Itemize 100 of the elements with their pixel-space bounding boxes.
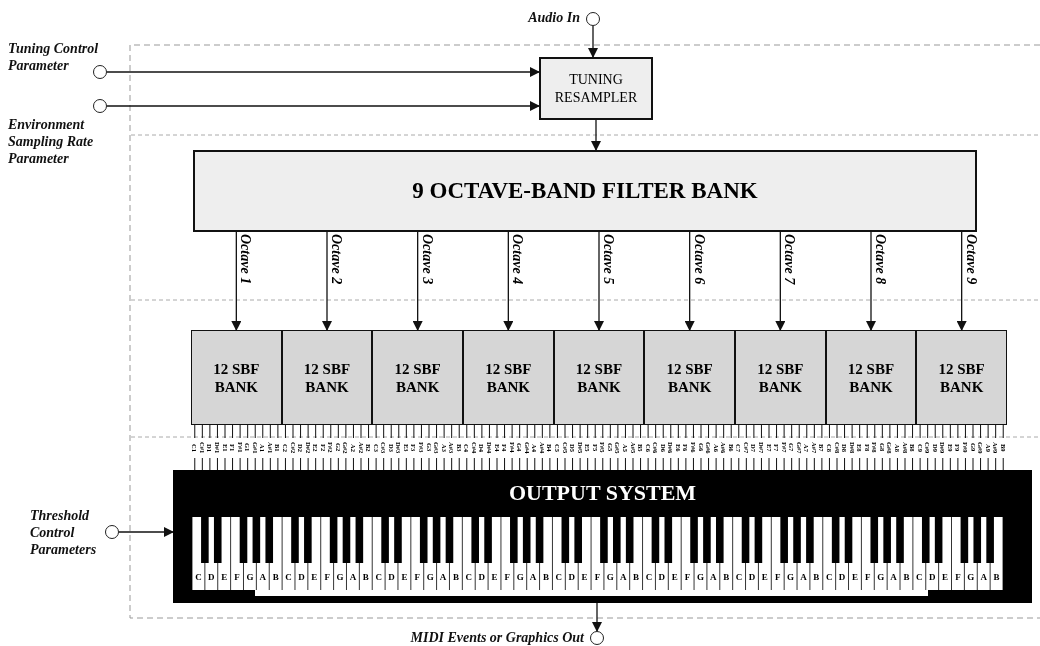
port-label: Threshold Control Parameters xyxy=(30,507,98,558)
key-label: E xyxy=(941,572,950,582)
key-label: A xyxy=(979,572,988,582)
signal-line xyxy=(753,424,755,471)
signal-line xyxy=(284,424,286,471)
signal-line xyxy=(556,424,558,471)
edge-label: Octave 2 xyxy=(329,234,344,285)
key-label: A xyxy=(528,572,538,582)
key-label: C xyxy=(464,572,473,582)
signal-line xyxy=(821,424,823,471)
port-circle xyxy=(590,631,604,645)
arrow xyxy=(106,67,540,77)
arrow xyxy=(594,231,604,331)
key-label: E xyxy=(760,572,769,582)
filter-bank-box: 12 SBF BANK xyxy=(191,330,282,425)
key-label: G xyxy=(786,572,796,582)
key-label: A xyxy=(258,572,268,582)
port-circle xyxy=(93,65,107,79)
edge-label: Octave 9 xyxy=(963,234,979,285)
key-label: C xyxy=(644,572,654,582)
signal-line xyxy=(368,424,370,471)
key-label: F xyxy=(954,572,962,582)
key-label: F xyxy=(413,572,421,582)
key-label: G xyxy=(335,572,345,582)
key-label: A xyxy=(799,572,808,582)
key-label: E xyxy=(670,572,679,582)
arrow xyxy=(684,231,695,331)
arrow xyxy=(775,231,786,331)
filter-bank-box: 12 SBF BANK xyxy=(735,330,826,425)
port-circle xyxy=(105,525,119,539)
key-label: A xyxy=(348,572,358,582)
edge-label: Octave 8 xyxy=(873,234,888,285)
edge-label: Octave 7 xyxy=(782,234,798,285)
key-label: G xyxy=(876,572,886,582)
signal-line xyxy=(934,424,936,471)
key-label: C xyxy=(194,572,203,582)
signal-line xyxy=(919,424,921,471)
arrow xyxy=(592,602,602,632)
port-label: Tuning Control Parameter xyxy=(8,40,100,74)
signal-line xyxy=(481,424,483,471)
filter-bank-box: 12 SBF BANK xyxy=(825,330,917,425)
signal-line xyxy=(647,424,649,471)
key-label: F xyxy=(323,572,331,582)
edge-label: Octave 3 xyxy=(419,234,435,285)
filter-bank-box: 12 SBF BANK xyxy=(553,330,645,425)
filter-bank-box: 12 SBF BANK xyxy=(463,330,554,425)
key-label: B xyxy=(542,572,550,582)
key-label: B xyxy=(451,572,460,582)
edge-label: Octave 4 xyxy=(510,234,526,285)
key-label: A xyxy=(438,572,448,582)
key-label: F xyxy=(233,572,241,582)
key-label: D xyxy=(837,572,847,582)
key-label: B xyxy=(902,572,911,582)
key-label: D xyxy=(927,572,937,582)
key-label: B xyxy=(812,572,821,582)
edge-label: Octave 5 xyxy=(601,234,616,285)
key-label: A xyxy=(889,572,898,582)
arrow xyxy=(956,231,967,331)
arrow xyxy=(231,231,242,331)
arrow xyxy=(106,101,540,111)
key-label: F xyxy=(864,572,872,582)
signal-line xyxy=(738,424,740,471)
arrow xyxy=(412,231,423,331)
signal-line xyxy=(662,424,664,471)
arrow xyxy=(503,231,514,331)
panel-title: OUTPUT SYSTEM xyxy=(507,480,698,506)
arrow xyxy=(322,231,332,331)
signal-line xyxy=(262,424,264,471)
key-label: D xyxy=(387,572,396,582)
signal-line xyxy=(315,424,317,471)
key-label: E xyxy=(220,572,229,582)
signal-line xyxy=(390,424,392,471)
key-label: D xyxy=(747,572,757,582)
signal-line xyxy=(300,424,302,471)
arrow xyxy=(591,119,601,151)
key-label: F xyxy=(593,572,602,582)
key-label: C xyxy=(915,572,924,582)
key-label: B xyxy=(632,572,641,582)
signal-line xyxy=(828,424,830,471)
signal-line xyxy=(209,424,211,471)
port-circle xyxy=(586,12,600,26)
key-label: F xyxy=(683,572,692,582)
key-label: D xyxy=(567,572,576,582)
key-label: D xyxy=(657,572,667,582)
key-label: C xyxy=(554,572,564,582)
signal-line xyxy=(844,424,846,471)
key-label: G xyxy=(245,572,255,582)
signal-line xyxy=(768,424,770,471)
filter-bank-box: 12 SBF BANK xyxy=(372,330,463,425)
key-label: D xyxy=(477,572,486,582)
key-label: E xyxy=(310,572,319,582)
arrow xyxy=(866,231,876,331)
key-label: E xyxy=(490,572,499,582)
key-label: F xyxy=(503,572,512,582)
key-label: C xyxy=(284,572,293,582)
key-label: G xyxy=(425,572,435,582)
key-label: F xyxy=(773,572,782,582)
key-label: G xyxy=(695,572,705,582)
key-label: A xyxy=(709,572,718,582)
process-box: TUNING RESAMPLER xyxy=(539,57,653,120)
